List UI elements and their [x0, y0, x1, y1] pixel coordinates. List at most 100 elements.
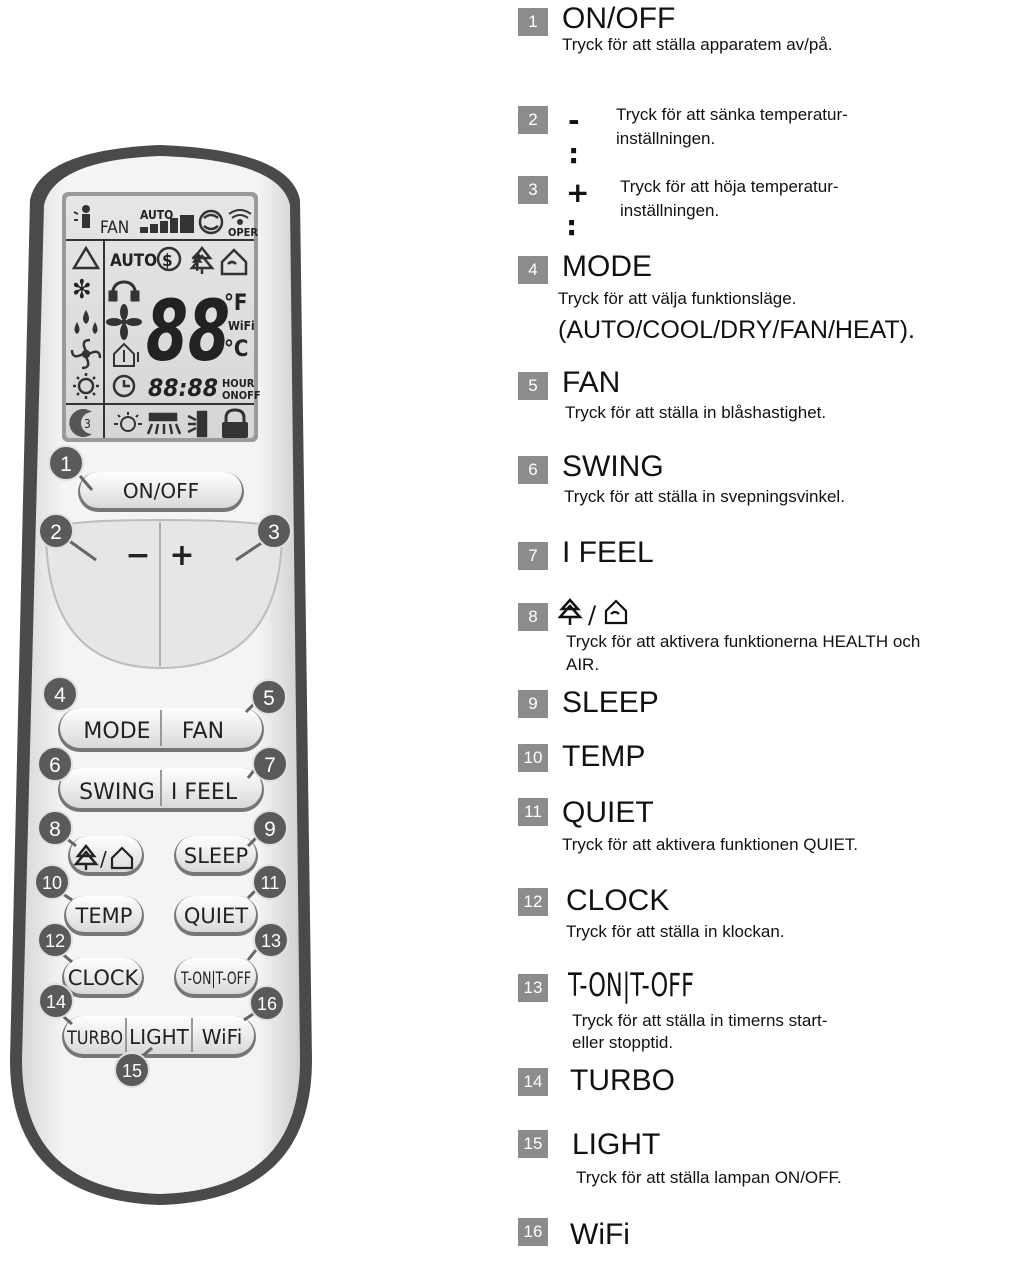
svg-text:9: 9: [264, 818, 276, 841]
legend-number: 14: [518, 1068, 548, 1096]
legend-symbol: - :: [568, 104, 580, 170]
light-button-label: LIGHT: [129, 1025, 190, 1049]
light-button[interactable]: LIGHT: [129, 1025, 190, 1049]
minus-button[interactable]: −: [125, 538, 150, 573]
minus-button-label: −: [125, 538, 150, 573]
plus-button[interactable]: +: [169, 538, 194, 573]
svg-text:1: 1: [60, 453, 72, 476]
lcd-fan-label: FAN: [100, 218, 129, 238]
health-tree-icon: [73, 843, 99, 870]
quiet-button[interactable]: QUIET: [174, 896, 258, 936]
remote-control-diagram: FAN AUTO OPER ✻: [10, 145, 312, 1205]
propeller-icon: [106, 304, 142, 340]
fan-bars-icon: [140, 215, 194, 233]
legend-number: 3: [518, 176, 548, 204]
callout-5: 5: [251, 679, 287, 715]
svg-text:10: 10: [42, 873, 62, 893]
callout-14: 14: [38, 983, 74, 1019]
lcd-hour-label: HOUR: [222, 377, 255, 390]
legend-title: I FEEL: [562, 536, 654, 569]
svg-text:15: 15: [122, 1061, 142, 1081]
health-air-button[interactable]: /: [68, 836, 144, 876]
lock-icon: [222, 408, 248, 438]
health-tree-icon-shape: [189, 245, 215, 274]
legend-desc: Tryck för att ställa in klockan.: [566, 922, 785, 941]
turbo-light-wifi-group: TURBO LIGHT WiFi: [62, 1016, 256, 1058]
fan-button[interactable]: FAN: [182, 719, 224, 744]
human-icon: [73, 205, 90, 228]
callout-16: 16: [249, 985, 285, 1021]
legend-desc: Tryck för att ställa apparatem av/på.: [562, 35, 833, 54]
ifeel-button[interactable]: I FEEL: [171, 780, 238, 805]
temp-button[interactable]: TEMP: [64, 896, 144, 936]
legend-title: QUIET: [562, 796, 654, 829]
legend-symbol: + :: [566, 176, 590, 242]
legend-number: 16: [518, 1218, 548, 1246]
clock-button-label: CLOCK: [68, 966, 140, 990]
lcd-temp-digits: 88: [146, 282, 230, 380]
legend-number: 5: [518, 372, 548, 400]
legend-title: LIGHT: [572, 1128, 661, 1161]
svg-text:3: 3: [84, 417, 91, 431]
health-air-symbol: /: [558, 598, 628, 629]
health-tree-icon: [558, 598, 583, 625]
svg-text:5: 5: [263, 687, 275, 710]
svg-text:14: 14: [46, 992, 66, 1012]
legend-desc: Tryck för att ställa in blåshastighet.: [565, 403, 827, 422]
clock-button[interactable]: CLOCK: [62, 958, 144, 998]
lcd-display: FAN AUTO OPER ✻: [62, 192, 261, 442]
legend-desc-line-1: Tryck för att höja temperatur-: [620, 177, 839, 196]
legend-number: 10: [518, 744, 548, 772]
swing-ifeel-pair: SWING I FEEL: [58, 768, 264, 812]
temperature-pad: − +: [44, 518, 284, 670]
ifeel-button-label: I FEEL: [171, 780, 238, 805]
onoff-button[interactable]: ON/OFF: [78, 472, 244, 512]
legend-desc-line-2: inställningen.: [620, 201, 720, 220]
legend-title: CLOCK: [566, 884, 670, 917]
svg-text:6: 6: [49, 754, 61, 777]
svg-text:$: $: [162, 251, 173, 271]
legend-title: TURBO: [570, 1064, 675, 1097]
lcd-oper-label: OPER: [228, 226, 258, 239]
auto-icon: [71, 245, 101, 270]
callout-6: 6: [37, 746, 73, 782]
mode-button[interactable]: MODE: [83, 719, 150, 744]
turbo-button[interactable]: TURBO: [66, 1027, 123, 1049]
legend-desc: Tryck för att ställa in svepningsvinkel.: [564, 487, 845, 506]
legend-title: SLEEP: [562, 686, 659, 719]
callout-11: 11: [252, 864, 288, 900]
cool-icon: ✻: [72, 275, 92, 305]
legend-desc-line-2: AIR.: [566, 655, 600, 674]
lcd-unit-c: °C: [224, 337, 248, 362]
svg-text:2: 2: [50, 521, 62, 544]
svg-text:4: 4: [54, 684, 66, 707]
callout-12: 12: [37, 922, 73, 958]
air-house-icon: [110, 846, 134, 870]
sleep-button[interactable]: SLEEP: [174, 836, 258, 876]
legend-title: FAN: [562, 366, 621, 399]
callout-15: 15: [114, 1052, 150, 1088]
swing-button[interactable]: SWING: [79, 780, 155, 805]
legend-title: ON/OFF: [562, 2, 676, 35]
legend-number: 6: [518, 456, 548, 484]
onoff-button-label: ON/OFF: [123, 479, 199, 503]
legend-desc-line-1: Tryck för att ställa in timerns start-: [572, 1011, 828, 1030]
signal-icon: [228, 209, 252, 225]
temp-button-label: TEMP: [75, 904, 133, 928]
heat-icon: [73, 373, 99, 399]
legend-number: 12: [518, 888, 548, 916]
legend-title: SWING: [562, 450, 664, 483]
legend-number: 15: [518, 1130, 548, 1158]
timer-button[interactable]: T-ON|T-OFF: [174, 958, 258, 998]
quiet-icon: [187, 410, 208, 438]
legend-desc: Tryck för att ställa lampan ON/OFF.: [576, 1168, 842, 1187]
legend-desc: Tryck för att välja funktionsläge.: [558, 289, 797, 308]
legend-desc-line-2: inställningen.: [616, 129, 716, 148]
legend-title: T-ON|T-OFF: [568, 966, 694, 1004]
callout-9: 9: [252, 810, 288, 846]
svg-text:3: 3: [268, 521, 280, 544]
legend-desc: Tryck för att aktivera funktionen QUIET.: [562, 835, 859, 854]
legend-number: 4: [518, 256, 548, 284]
wifi-button[interactable]: WiFi: [202, 1025, 243, 1049]
svg-text:7: 7: [264, 754, 276, 777]
